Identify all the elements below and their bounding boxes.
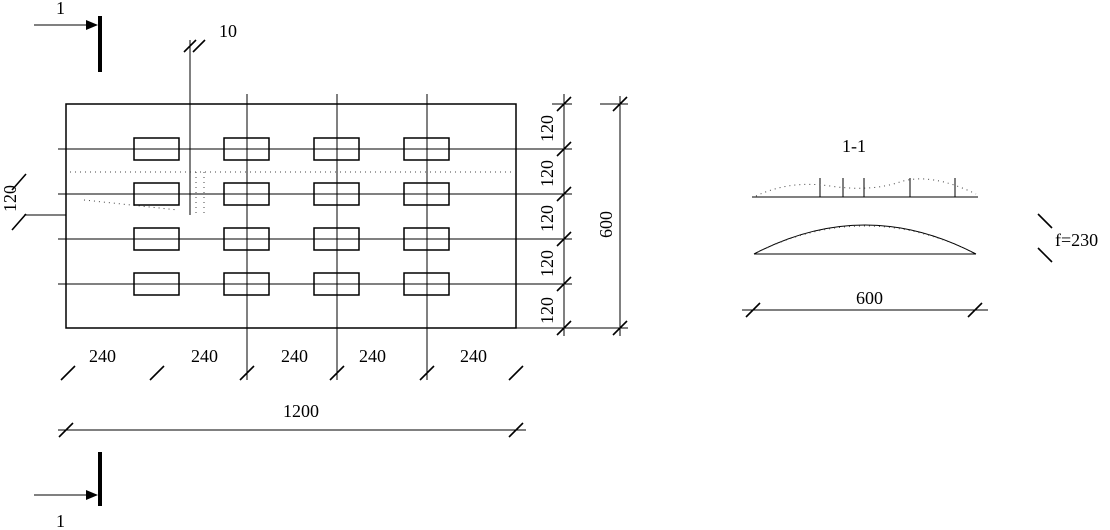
span-label: 600	[856, 288, 883, 308]
right-dim-label: 120	[537, 205, 557, 232]
section-view: 1-1 f=230 600	[742, 136, 1098, 318]
opening	[403, 182, 450, 206]
spacing-marker: 10	[183, 21, 237, 53]
opening	[223, 137, 270, 161]
opening	[313, 227, 360, 251]
right-dim-label: 120	[537, 250, 557, 277]
opening	[133, 182, 180, 206]
bottom-dimension-chain: 240 240 240 240 240	[60, 346, 524, 381]
opening	[313, 272, 360, 296]
vertical-grid-lines	[246, 94, 428, 380]
section-dotted-profile	[755, 178, 977, 197]
right-dimension-chain: 120 120 120 120 120	[516, 94, 628, 336]
section-mark-label: 1	[56, 511, 65, 530]
bottom-dim-label: 240	[281, 346, 308, 366]
opening	[223, 272, 270, 296]
opening	[223, 182, 270, 206]
spacing-label: 10	[219, 21, 237, 41]
bottom-dim-label: 240	[359, 346, 386, 366]
opening	[313, 137, 360, 161]
dotted-detail-c	[83, 199, 179, 211]
span-dimension: 600	[742, 288, 988, 318]
left-dim-label: 120	[0, 185, 20, 212]
arch-curve-dotted	[757, 225, 973, 253]
bottom-dim-label: 240	[460, 346, 487, 366]
right-dim-label: 120	[537, 115, 557, 142]
rise-marker: f=230	[1037, 213, 1098, 263]
height-dimension: 600	[596, 96, 628, 336]
right-dim-label: 120	[537, 160, 557, 187]
section-mark-top: 1	[34, 0, 102, 72]
openings	[133, 137, 450, 296]
bottom-dim-label: 240	[89, 346, 116, 366]
bottom-dim-label: 240	[191, 346, 218, 366]
total-width-dimension: 1200	[58, 401, 526, 438]
opening	[403, 272, 450, 296]
rise-label: f=230	[1055, 230, 1098, 250]
right-dim-label: 120	[537, 297, 557, 324]
opening	[133, 227, 180, 251]
opening	[403, 227, 450, 251]
opening	[313, 182, 360, 206]
total-width-label: 1200	[283, 401, 319, 421]
section-mark-bottom: 1	[34, 452, 102, 530]
opening	[403, 137, 450, 161]
arrowhead-icon	[86, 20, 98, 30]
opening	[223, 227, 270, 251]
opening	[133, 272, 180, 296]
plan-view	[58, 40, 572, 380]
section-bar-stubs	[819, 178, 956, 197]
section-mark-label: 1	[56, 0, 65, 18]
horizontal-grid-lines	[58, 148, 572, 285]
slab-outline	[65, 103, 517, 329]
opening	[133, 137, 180, 161]
height-dim-label: 600	[596, 211, 616, 238]
left-dimension: 120	[0, 173, 66, 231]
section-title: 1-1	[842, 136, 866, 156]
arrowhead-icon	[86, 490, 98, 500]
